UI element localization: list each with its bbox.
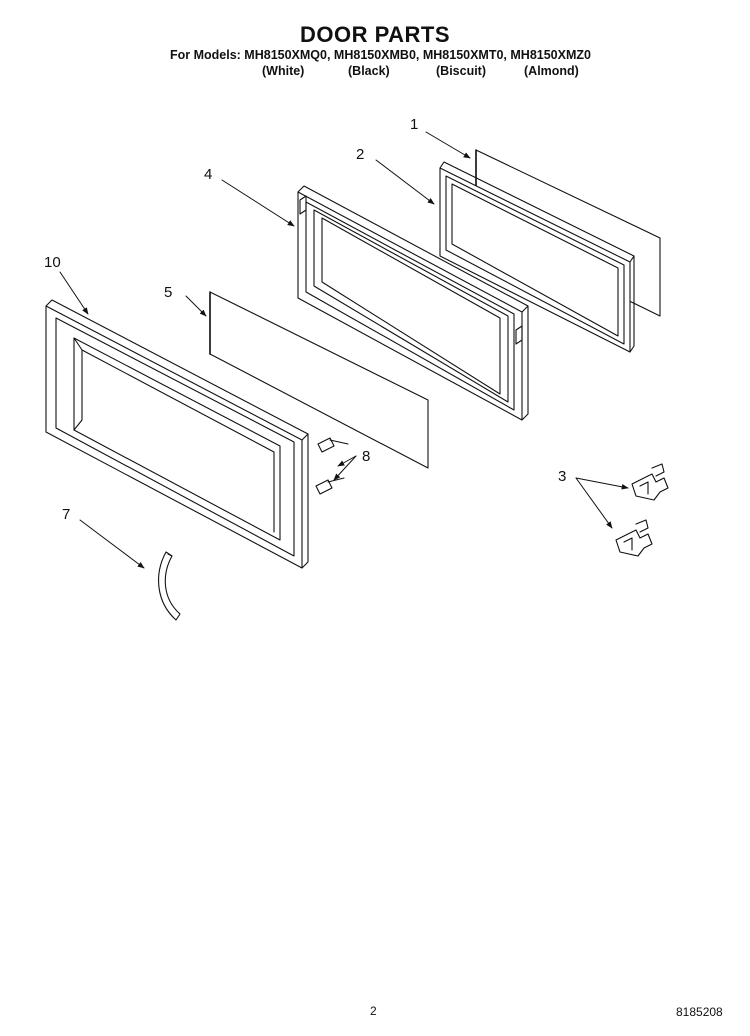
callout-3: 3 (558, 468, 567, 485)
callout-10: 10 (44, 254, 61, 271)
document-number: 8185208 (676, 1005, 723, 1019)
callout-7: 7 (62, 506, 71, 523)
callout-4: 4 (204, 166, 213, 183)
part-7-handle (158, 551, 181, 621)
models-line: For Models: MH8150XMQ0, MH8150XMB0, MH81… (170, 48, 591, 62)
color-white: (White) (262, 64, 305, 78)
color-black: (Black) (348, 64, 390, 78)
part-10-outer-door (45, 299, 309, 569)
part-4-inner-frame (297, 185, 529, 421)
page-title: DOOR PARTS (299, 22, 451, 47)
part-5-glass-panel (209, 291, 429, 469)
part-3-latch-lower (615, 519, 653, 557)
callout-2: 2 (356, 146, 365, 163)
color-biscuit: (Biscuit) (436, 64, 486, 78)
part-2-gasket (439, 161, 635, 353)
callout-5: 5 (164, 284, 173, 301)
leader-lines (59, 131, 629, 569)
part-3-latch-upper (631, 463, 669, 501)
page-number: 2 (370, 1004, 377, 1018)
color-almond: (Almond) (524, 64, 579, 78)
part-8-screws (315, 437, 349, 495)
callout-8: 8 (362, 448, 371, 465)
callout-1: 1 (410, 116, 419, 133)
